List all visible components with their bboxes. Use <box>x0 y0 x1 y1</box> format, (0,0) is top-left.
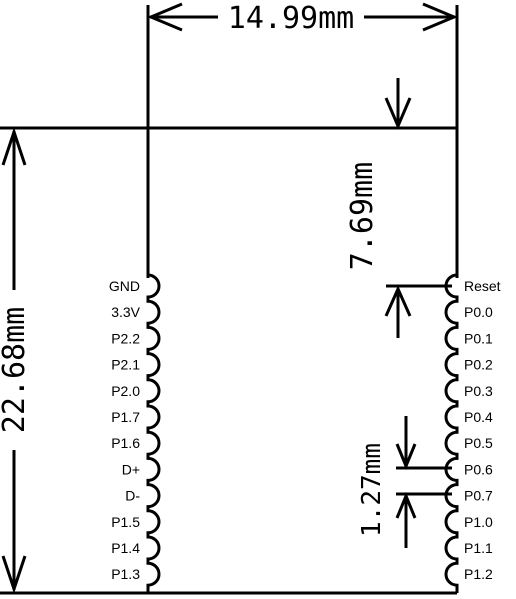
right-pin-label: P0.5 <box>464 435 493 451</box>
left-pin-label: D- <box>125 488 140 504</box>
left-pin-label: P2.2 <box>111 330 140 346</box>
right-pin-label: P0.6 <box>464 461 493 477</box>
right-castellated-edge <box>444 273 459 593</box>
width-dimension: 14.99mm <box>146 1 459 128</box>
right-pin-label: P0.0 <box>464 304 493 320</box>
right-pin-label: Reset <box>464 278 501 294</box>
right-pin-labels: ResetP0.0P0.1P0.2P0.3P0.4P0.5P0.6P0.7P1.… <box>464 278 501 582</box>
arrowhead-left-icon <box>147 2 183 32</box>
left-pin-label: P1.4 <box>111 540 140 556</box>
left-pin-labels: GND 3.3V P2.2P2.1P2.0P1.7P1.6D+ D- P1.5P1.4P… <box>109 278 141 582</box>
arrowhead-down-icon <box>395 443 417 470</box>
left-pin-label: P1.3 <box>111 566 140 582</box>
left-pin-label: P2.1 <box>111 357 140 373</box>
left-pin-label: P1.5 <box>111 514 140 530</box>
arrowhead-down-icon <box>1 555 27 594</box>
left-pin-label: 3.3V <box>111 304 140 320</box>
arrowhead-down-icon <box>384 97 412 130</box>
left-pin-label: D+ <box>122 461 140 477</box>
right-pin-label: P0.7 <box>464 488 493 504</box>
left-pin-label: GND <box>109 278 140 294</box>
right-castellations <box>444 273 459 593</box>
left-pin-label: P2.0 <box>111 383 140 399</box>
height-dimension: 22.68mm <box>0 126 148 595</box>
right-pin-label: P1.0 <box>464 514 493 530</box>
arrowhead-up-icon <box>384 285 412 317</box>
arrowhead-right-icon <box>422 2 458 32</box>
top-offset-dimension: 7.69mm <box>345 78 452 338</box>
module-outline <box>146 126 459 595</box>
right-pin-label: P0.1 <box>464 330 493 346</box>
pin-pitch-dimension: 1.27mm <box>357 416 452 548</box>
arrowhead-up-icon <box>395 492 417 519</box>
arrowhead-up-icon <box>1 127 27 166</box>
left-pin-label: P1.6 <box>111 435 140 451</box>
left-castellations <box>146 273 161 593</box>
right-pin-label: P1.2 <box>464 566 493 582</box>
left-pin-label: P1.7 <box>111 409 140 425</box>
left-castellated-edge <box>146 273 161 593</box>
right-pin-label: P0.4 <box>464 409 493 425</box>
right-pin-label: P1.1 <box>464 540 493 556</box>
right-pin-label: P0.3 <box>464 383 493 399</box>
pin-pitch-label: 1.27mm <box>357 443 387 537</box>
width-label: 14.99mm <box>228 1 354 36</box>
top-offset-label: 7.69mm <box>345 162 380 270</box>
right-pin-label: P0.2 <box>464 357 493 373</box>
height-label: 22.68mm <box>0 307 32 433</box>
